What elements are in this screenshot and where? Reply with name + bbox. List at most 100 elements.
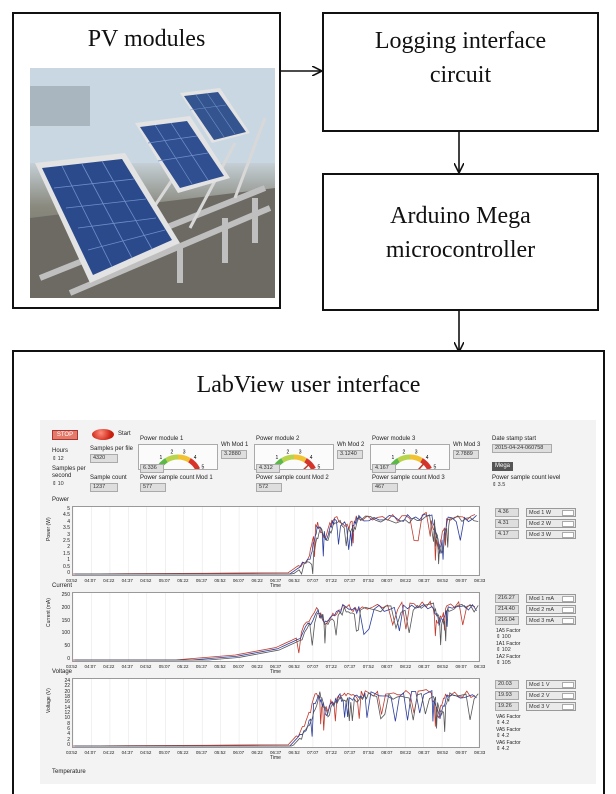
gauge-count-value: 577 (140, 483, 166, 492)
y-tick-label: 18 (64, 694, 70, 700)
y-tick-label: 5 (67, 506, 70, 512)
start-led-button[interactable] (92, 429, 114, 440)
hours-label: Hours (52, 448, 69, 454)
y-tick-label: 150 (61, 617, 70, 624)
logging-title-line1: Logging interface (374, 28, 547, 54)
x-tick-label: 05:22 (177, 578, 189, 583)
gauge-tick-label: 4 (426, 455, 429, 461)
current-plot (72, 592, 480, 662)
voltage-legend-item[interactable]: Mod 1 V (526, 680, 576, 689)
x-tick-label: 08:07 (381, 664, 393, 669)
labview-title: LabView user interface (196, 372, 421, 398)
x-tick-label: 05:07 (158, 750, 170, 755)
x-tick-label: 06:07 (232, 578, 245, 583)
x-tick-label: 06:37 (270, 664, 282, 669)
power-legend-item[interactable]: Mod 2 W (526, 519, 576, 528)
x-tick-label: 06:52 (288, 750, 300, 755)
current-legend-item[interactable]: Mod 3 mA (526, 616, 576, 625)
x-tick-label: 08:37 (418, 750, 430, 755)
x-tick-label: 07:22 (325, 578, 337, 583)
current-legend-item[interactable]: Mod 2 mA (526, 605, 576, 614)
voltage-readout: 19.93 (495, 691, 519, 700)
x-tick-label: 04:52 (140, 664, 152, 669)
legend-swatch (562, 618, 574, 624)
current-legend-item[interactable]: Mod 1 mA (526, 594, 576, 603)
y-tick-label: 2 (67, 544, 70, 551)
voltage-factor-stepper[interactable]: 4.2 (496, 733, 510, 740)
current-series-mod2 (74, 603, 477, 661)
x-tick-label: 07:52 (362, 750, 374, 755)
samples-per-second-stepper[interactable]: 10 (52, 481, 64, 488)
x-tick-label: 03:52 (66, 664, 78, 669)
gauge-wh-label: Wh Mod 3 (453, 442, 481, 448)
power-legend-item[interactable]: Mod 1 W (526, 508, 576, 517)
x-tick-label: 07:37 (344, 578, 356, 583)
x-tick-label: 06:37 (270, 578, 282, 583)
gauge-tick-label: 1 (159, 455, 162, 461)
voltage-graph (72, 679, 480, 747)
arduino-title-line1: Arduino Mega (390, 203, 531, 229)
gauge-tick-label: 3 (183, 450, 186, 456)
x-tick-label: 05:07 (158, 578, 170, 583)
legend-swatch (562, 596, 574, 602)
x-tick-label: 07:52 (362, 664, 374, 669)
x-tick-label: 04:07 (84, 664, 96, 669)
x-tick-label: 04:22 (103, 750, 115, 755)
temperature-section-label: Temperature (52, 769, 86, 775)
y-tick-label: 3 (67, 531, 70, 538)
x-tick-label: 07:07 (307, 578, 319, 583)
x-tick-label: 03:52 (66, 750, 78, 755)
current-factor-stepper[interactable]: 105 (496, 660, 511, 667)
current-readout: 216.04 (495, 616, 519, 625)
y-tick-label: 4 (67, 731, 70, 738)
pv-modules-photo (30, 68, 275, 298)
gauge-color-band (397, 454, 411, 463)
voltage-factor-label: VA5 Factor (496, 727, 521, 733)
x-tick-label: 08:07 (381, 750, 393, 755)
power-legend-item[interactable]: Mod 3 W (526, 530, 576, 539)
voltage-readout: 20.03 (495, 680, 519, 689)
voltage-factor-label: VA6 Factor (496, 714, 521, 720)
gauge-title: Power module 3 (372, 436, 416, 442)
samples-per-second-label: Samples per second (52, 466, 86, 479)
stop-button[interactable]: STOP (52, 430, 78, 440)
x-tick-label: 04:37 (121, 750, 133, 755)
x-tick-label: 06:52 (288, 664, 300, 669)
power-series-mod3 (76, 514, 479, 576)
samples-per-file-value: 4320 (90, 454, 118, 463)
gauge-tick-label: 3 (299, 450, 302, 456)
current-factor-stepper[interactable]: 100 (496, 634, 511, 641)
voltage-factor-stepper[interactable]: 4.2 (496, 746, 510, 753)
voltage-legend-item[interactable]: Mod 2 V (526, 691, 576, 700)
gauge-tick-label: 5 (202, 464, 205, 469)
voltage-factor-stepper[interactable]: 4.2 (496, 720, 510, 727)
gauge-value: 6.336 (140, 464, 164, 473)
labview-front-panel: STOP Start Hours 12 Samples per file 432… (40, 420, 596, 784)
pv-modules-title: PV modules (87, 26, 206, 52)
gauge-wh-label: Wh Mod 2 (337, 442, 365, 448)
gauge-title: Power module 2 (256, 436, 300, 442)
x-tick-label: 08:52 (436, 664, 449, 669)
current-factor-stepper[interactable]: 102 (496, 647, 511, 654)
x-tick-label: 05:52 (214, 578, 226, 583)
gauge-color-band (409, 454, 423, 463)
y-tick-label: 1.5 (63, 550, 70, 557)
hours-stepper[interactable]: 12 (52, 456, 64, 463)
power-readout: 4.36 (495, 508, 519, 517)
x-tick-label: 06:07 (232, 664, 245, 669)
gauge-tick-label: 4 (194, 455, 197, 461)
voltage-readout: 19.26 (495, 702, 519, 711)
voltage-legend-item[interactable]: Mod 3 V (526, 702, 576, 711)
gauge-count-label: Power sample count Mod 3 (372, 475, 445, 481)
current-factor-label: 1A2 Factor (496, 654, 521, 660)
x-tick-label: 08:37 (418, 578, 430, 583)
gauge-tick-label: 1 (391, 455, 394, 461)
x-tick-label: 04:22 (103, 578, 115, 583)
power-sample-level-stepper[interactable]: 3.5 (492, 482, 506, 489)
x-tick-label: 08:33 (474, 750, 486, 755)
power-series-mod1 (72, 511, 476, 575)
y-tick-label: 100 (61, 630, 70, 637)
x-tick-label: 05:07 (158, 664, 170, 669)
legend-swatch (562, 693, 574, 699)
x-tick-label: 08:37 (418, 664, 430, 669)
